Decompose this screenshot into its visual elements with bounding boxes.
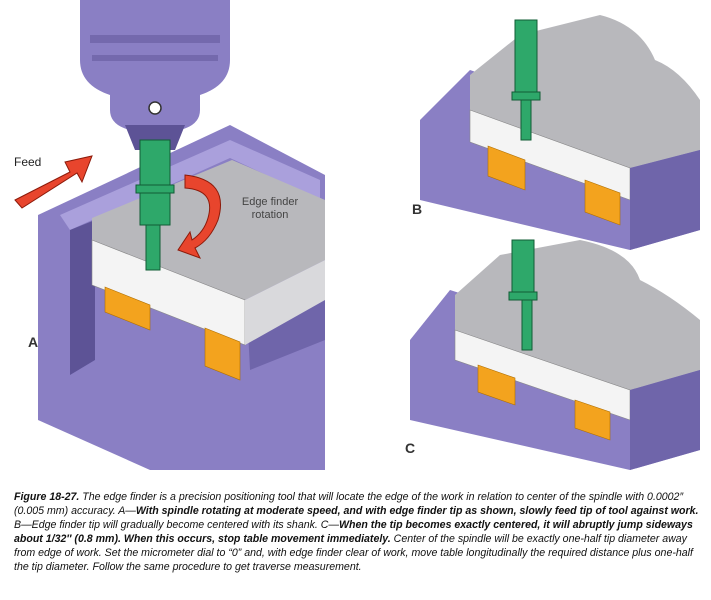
panel-b-illustration	[420, 15, 700, 250]
parallel-right	[574, 399, 611, 441]
caption-text-3: Center of the spindle will be exactly on…	[14, 533, 693, 573]
panel-a-illustration	[14, 0, 325, 470]
workpiece-side	[245, 260, 325, 345]
edge-finder-tip	[520, 99, 532, 141]
edge-finder-shank	[514, 19, 538, 101]
rotation-label: Edge finder rotation	[225, 196, 315, 222]
figure-caption: Figure 18-27. The edge finder is a preci…	[14, 490, 700, 574]
parallel-right	[204, 327, 241, 381]
caption-emphasis-2: When the tip becomes exactly centered, i…	[14, 519, 693, 545]
spindle-ring	[92, 55, 218, 61]
rotation-label-line2: rotation	[251, 209, 289, 221]
spindle-screw	[148, 101, 162, 115]
spindle-ring	[90, 35, 220, 43]
panel-b-label: B	[412, 201, 423, 217]
edge-finder-tip	[521, 299, 533, 351]
parallel-left	[487, 145, 526, 191]
spindle-housing	[80, 0, 230, 130]
vise-back-jaw	[60, 140, 320, 230]
caption-emphasis-1: With spindle rotating at moderate speed,…	[135, 505, 699, 517]
panel-a-label: A	[28, 334, 39, 350]
feed-label: Feed	[14, 155, 42, 169]
rotation-arrow-icon	[177, 174, 222, 259]
edge-finder-collar	[508, 291, 538, 301]
vise-front-jaw	[630, 370, 700, 470]
vise-inner-wall	[70, 220, 95, 375]
vise-front-jaw	[248, 295, 325, 370]
parallel-left	[477, 364, 516, 406]
feed-arrow-icon	[14, 155, 93, 209]
edge-finder-shank	[511, 239, 535, 301]
edge-finder-collar	[511, 91, 541, 101]
edge-finder-shank	[139, 139, 171, 226]
parallel-right	[584, 179, 621, 226]
rotation-label-line1: Edge finder	[241, 196, 299, 208]
vise-front-jaw	[630, 150, 700, 250]
caption-text-1: The edge finder is a precision positioni…	[14, 491, 684, 517]
edge-finder-diagram	[14, 0, 700, 470]
edge-finder-tip	[145, 224, 161, 271]
edge-finder-collar	[135, 184, 175, 194]
panel-c-illustration	[410, 239, 700, 470]
caption-text-2: B—Edge finder tip will gradually become …	[14, 519, 340, 531]
figure-number: Figure 18-27.	[14, 491, 80, 503]
parallel-left	[104, 286, 151, 331]
panel-c-label: C	[405, 440, 416, 456]
